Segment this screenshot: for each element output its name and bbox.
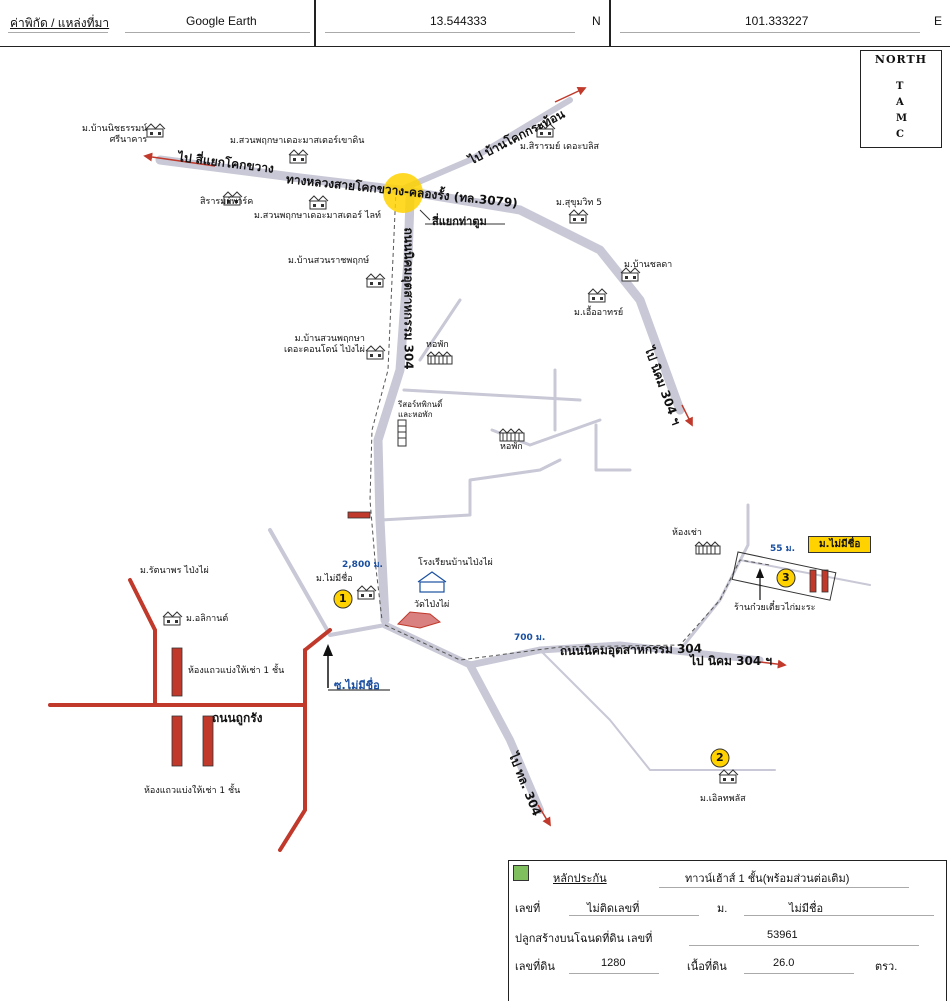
village-value: ไม่มีชื่อ	[789, 903, 824, 915]
label-sirarom-park: สิรารมย์พาร์ค	[200, 197, 254, 207]
land-no-label: เลขที่ดิน	[515, 961, 555, 973]
label-wanit-tham: ม.บ้านนิชธรรมน์ ศรีนาคาร	[82, 124, 148, 145]
distance-55: 55 ม.	[770, 544, 796, 554]
house-icon	[718, 769, 739, 784]
label-road-304-vertical: ถนนนิคมอุตสาหกรรม 304	[401, 227, 416, 370]
junction-tha-tum	[383, 173, 423, 213]
collateral-label: หลักประกัน	[553, 873, 607, 885]
dorm-icon	[498, 428, 525, 442]
resort-icon	[397, 419, 407, 447]
label-shophouse-2: ห้องแถวแบ่งให้เช่า 1 ชั้น	[144, 786, 241, 796]
deed-label: ปลูกสร้างบนโฉนดที่ดิน เลขที่	[515, 933, 653, 945]
label-thanon-tukrang: ถนนถูกรัง	[212, 711, 263, 725]
north-letter-m: M	[896, 113, 908, 124]
label-suanphruksa-light: ม.สวนพฤกษาเดอะมาสเตอร์ ไลท์	[254, 211, 381, 221]
label-junction: สี่แยกท่าตูม	[432, 215, 487, 228]
house-icon	[356, 585, 377, 600]
north-box: NORTH T A M C	[860, 50, 942, 148]
dorm-icon	[694, 541, 721, 555]
latitude-direction: N	[592, 14, 601, 28]
land-no-value: 1280	[601, 957, 626, 969]
tag-no-name: ม.ไม่มีชื่อ	[808, 536, 872, 553]
label-dorm-1: หอพัก	[426, 340, 449, 350]
label-noodle-shop: ร้านก๋วยเตี๋ยวไก่มะระ	[734, 603, 816, 613]
house-icon	[162, 611, 183, 626]
direction-arrows	[143, 86, 787, 827]
coordinate-label: ค่าพิกัด / แหล่งที่มา	[10, 16, 110, 30]
collateral-color-swatch	[513, 865, 529, 881]
road-304-vertical	[373, 193, 415, 625]
north-letter-a: A	[896, 97, 904, 108]
dorm-icon	[426, 351, 453, 365]
road-to-khok-krathon	[397, 97, 573, 193]
source-value: Google Earth	[186, 14, 257, 28]
house-no-label: เลขที่	[515, 903, 541, 915]
label-resort: รีสอร์ทพิกนดิ์ และหอพัก	[398, 400, 443, 419]
distance-2800: 2,800 ม.	[342, 560, 383, 570]
label-sukhumvit-5: ม.สุขุมวิท 5	[556, 198, 602, 208]
red-roads	[48, 578, 332, 852]
label-school: โรงเรียนบ้านไป่งไผ่	[418, 558, 493, 568]
label-alikan: ม.อลิกานต์	[186, 614, 229, 624]
village-label: ม.	[717, 903, 728, 915]
house-icon	[587, 288, 608, 303]
temple-icon	[396, 611, 442, 629]
house-icon	[145, 123, 166, 138]
collateral-type: ทาวน์เฮ้าส์ 1 ชั้น(พร้อมส่วนต่อเติม)	[685, 873, 850, 885]
label-road-304-east: ถนนนิคมอุตสาหกรรม 304	[559, 641, 703, 658]
label-shophouse-1: ห้องแถวแบ่งให้เช่า 1 ชั้น	[188, 666, 285, 676]
label-temple: วัดไป่งไผ่	[414, 600, 450, 610]
house-icon	[288, 149, 309, 164]
distance-700: 700 ม.	[514, 633, 546, 643]
house-icon	[308, 195, 329, 210]
route-dashes	[369, 189, 771, 661]
latitude-value: 13.544333	[430, 14, 487, 28]
land-area-value: 26.0	[773, 957, 795, 969]
road-west-branch	[268, 528, 387, 637]
north-title: NORTH	[874, 53, 928, 66]
label-to-nikhom-east: ไป นิคม 304 ฯ	[690, 654, 773, 668]
land-area-unit: ตรว.	[875, 961, 898, 973]
red-buildings	[171, 511, 829, 767]
location-markers	[333, 568, 796, 768]
label-rent-room: ห้องเช่า	[672, 528, 702, 538]
map-canvas	[48, 71, 932, 852]
road-to-tl304	[466, 661, 544, 814]
marker-1: 1	[339, 592, 347, 605]
label-ban-suanphruksa-condo: ม.บ้านสวนพฤกษา เดอะคอนโดน์ ไป่งไผ่	[284, 334, 365, 355]
label-ban-chonlada: ม.บ้านชลดา	[624, 260, 673, 270]
longitude-value: 101.333227	[745, 14, 809, 28]
highway-3079	[155, 155, 685, 415]
target-plot	[731, 551, 837, 601]
deed-value: 53961	[767, 929, 798, 941]
north-letter-t: T	[896, 81, 904, 92]
house-icon	[568, 209, 589, 224]
house-icon	[365, 273, 386, 288]
north-letter-c: C	[896, 129, 904, 140]
label-ban-suan-rat: ม.บ้านสวนราชพฤกษ์	[288, 256, 370, 266]
house-icon	[365, 345, 386, 360]
longitude-direction: E	[934, 14, 943, 28]
marker-3: 3	[782, 571, 790, 584]
label-suanphruksa-ndw: ม.สวนพฤกษาเดอะมาสเตอร์เขาดิน	[230, 136, 365, 146]
label-sirarom-bliss: ม.สิรารมย์ เดอะบลิส	[520, 142, 599, 152]
label-ua-athorn: ม.เอื้ออาทรย์	[574, 308, 624, 318]
house-no-value: ไม่ติดเลขที่	[587, 903, 640, 915]
label-soi-no-name: ซ.ไม่มีชื่อ	[334, 679, 380, 692]
school-icon	[417, 571, 447, 593]
land-area-label: เนื้อที่ดิน	[687, 961, 727, 973]
label-rattanaphon: ม.รัตนาพร ไป่งไผ่	[140, 566, 209, 576]
collateral-info-box: หลักประกัน ทาวน์เฮ้าส์ 1 ชั้น(พร้อมส่วนต…	[508, 860, 947, 1001]
marker-2: 2	[716, 751, 724, 764]
label-no-name-village: ม.ไม่มีชื่อ	[316, 574, 353, 584]
label-ban-earth: ม.เอิลทพลัส	[700, 794, 746, 804]
header-strip: ค่าพิกัด / แหล่งที่มา Google Earth 13.54…	[0, 0, 950, 47]
label-dorm-2: หอพัก	[500, 442, 523, 452]
